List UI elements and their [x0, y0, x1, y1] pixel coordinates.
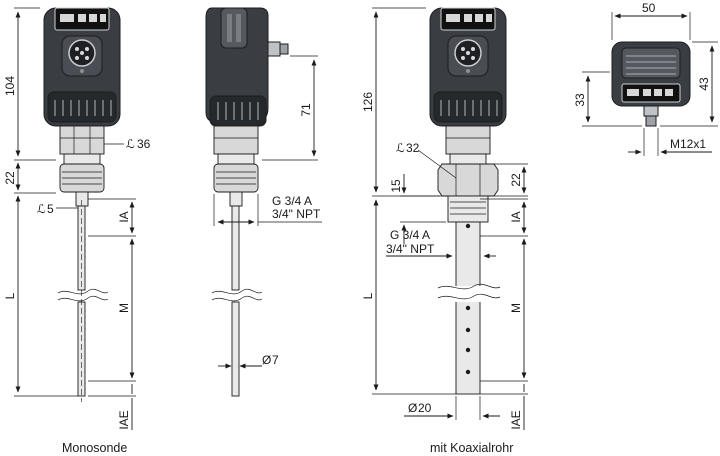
koaxialrohr-view: 126 L ℒ 32 15 22 IA M IAE G 3/4 A [361, 7, 528, 455]
dim-height-126: 126 [361, 92, 375, 112]
dim-thread-g34: G 3/4 A [272, 194, 312, 208]
diameter-icon: Ø [262, 353, 271, 367]
wrench-koax-icon: ℒ [396, 141, 405, 155]
dim-wrench-36: 36 [137, 137, 151, 151]
monosonde-view: 104 22 L IA M IAE ℒ 36 ℒ 5 Monosonde [3, 7, 151, 455]
dim-height-43: 43 [697, 77, 711, 91]
hex-nut-32 [437, 163, 499, 197]
hex-nut [59, 125, 105, 155]
dim-thread-npt: 3/4" NPT [272, 207, 321, 221]
dim-height-15: 15 [389, 179, 403, 193]
dim-ia: IA [117, 211, 131, 222]
dim-wrench-5: 5 [47, 202, 54, 216]
dim-m: M [117, 303, 131, 313]
caption-koaxialrohr: mit Koaxialrohr [430, 441, 513, 455]
dim-height-71: 71 [299, 103, 313, 117]
dim-connector-m12: M12x1 [670, 137, 706, 151]
top-view: 50 43 33 M12x1 [573, 1, 718, 156]
dim-height-104: 104 [3, 76, 17, 96]
dim-length-l-koax: L [361, 292, 375, 299]
dim-ia-koax: IA [509, 211, 523, 222]
caption-monosonde: Monosonde [62, 441, 127, 455]
dim-height-33: 33 [573, 93, 587, 107]
dim-width-50: 50 [642, 1, 656, 15]
wrench-small-icon: ℒ [37, 202, 46, 216]
probe-adapter [75, 191, 89, 207]
dim-length-l: L [3, 292, 17, 299]
wrench-icon: ℒ [126, 137, 135, 151]
side-view: 71 G 3/4 A 3/4" NPT Ø 7 [205, 7, 322, 397]
dim-diameter-7: 7 [272, 353, 279, 367]
dim-thread-g34-koax: G 3/4 A [390, 228, 430, 242]
dim-m-koax: M [509, 303, 523, 313]
dim-thread-npt-koax: 3/4" NPT [386, 242, 435, 256]
dim-iae-koax: IAE [509, 410, 523, 429]
diameter-koax-icon: Ø [408, 401, 417, 415]
dim-wrench-32: 32 [406, 141, 420, 155]
dim-diameter-20: 20 [418, 401, 432, 415]
dim-iae: IAE [117, 410, 131, 429]
dim-height-22-koax: 22 [509, 173, 523, 187]
dim-height-22: 22 [3, 171, 17, 185]
